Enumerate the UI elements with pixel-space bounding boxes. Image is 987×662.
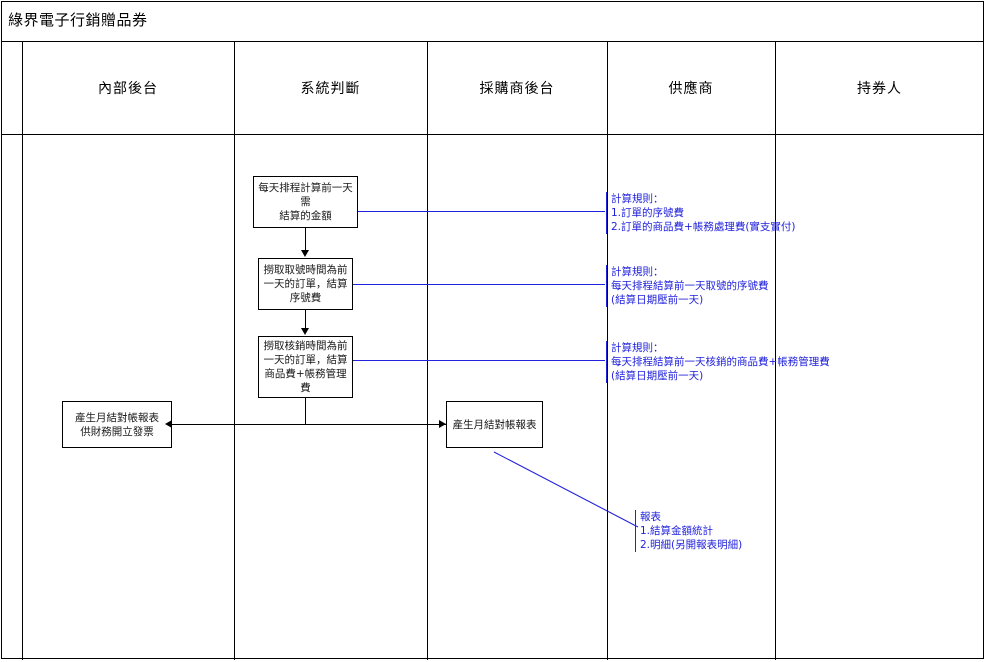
- node-monthly-report-finance-label: 產生月結對帳報表供財務開立發票: [75, 411, 159, 438]
- lane-divider-4: [607, 42, 608, 660]
- lane-divider-3: [427, 42, 428, 660]
- note-calc-rule-3: 計算規則：每天排程結算前一天核銷的商品費+帳務管理費(結算日期壓前一天): [606, 341, 830, 383]
- arrowhead-bus-to-buyer-report: [439, 420, 446, 428]
- node-serial-fee-label: 撈取取號時間為前一天的訂單，結算序號費: [263, 264, 348, 304]
- lane-divider-5: [775, 42, 776, 660]
- arrowhead-bus-to-finance-report: [165, 420, 172, 428]
- connector-report-bus: [172, 424, 446, 425]
- node-daily-amount[interactable]: 每天排程計算前一天需結算的金額: [253, 176, 358, 228]
- arrowhead-serial-to-product: [301, 328, 309, 335]
- node-monthly-report[interactable]: 產生月結對帳報表: [446, 401, 543, 448]
- lane-header-coupon-holder: 持券人: [857, 81, 902, 97]
- note-calc-rule-2-text: 計算規則：每天排程結算前一天取號的序號費(結算日期壓前一天): [611, 266, 769, 306]
- leader-line-calc-rule-3: [353, 360, 605, 361]
- diagram-title-bar: [1, 1, 984, 42]
- leader-line-calc-rule-1: [358, 211, 605, 212]
- node-monthly-report-label: 產生月結對帳報表: [452, 418, 537, 431]
- lane-divider-1: [22, 42, 23, 660]
- lane-header-system-judgement: 系統判斷: [300, 81, 361, 97]
- lane-header-internal-backend: 內部後台: [98, 81, 158, 97]
- connector-product-to-bus: [305, 398, 306, 424]
- node-product-fee-label: 撈取核銷時間為前一天的訂單，結算商品費+帳務管理費: [263, 340, 348, 394]
- lane-divider-2: [234, 42, 235, 660]
- connector-daily-to-serial: [305, 228, 306, 250]
- node-daily-amount-label: 每天排程計算前一天需結算的金額: [258, 182, 353, 222]
- node-monthly-report-finance[interactable]: 產生月結對帳報表供財務開立發票: [62, 401, 172, 448]
- leader-line-calc-rule-2: [353, 284, 605, 285]
- diagram-title: 綠界電子行銷贈品券: [8, 11, 148, 29]
- note-calc-rule-3-text: 計算規則：每天排程結算前一天核銷的商品費+帳務管理費(結算日期壓前一天): [611, 342, 830, 382]
- node-product-fee[interactable]: 撈取核銷時間為前一天的訂單，結算商品費+帳務管理費: [258, 336, 353, 398]
- lane-header-supplier: 供應商: [668, 81, 714, 97]
- lane-header-buyer-backend: 採購商後台: [479, 81, 555, 97]
- connector-serial-to-product: [305, 310, 306, 328]
- arrowhead-daily-to-serial: [301, 250, 309, 257]
- note-calc-rule-2: 計算規則：每天排程結算前一天取號的序號費(結算日期壓前一天): [606, 265, 769, 307]
- lane-header-separator: [1, 134, 984, 135]
- node-serial-fee[interactable]: 撈取取號時間為前一天的訂單，結算序號費: [258, 258, 353, 310]
